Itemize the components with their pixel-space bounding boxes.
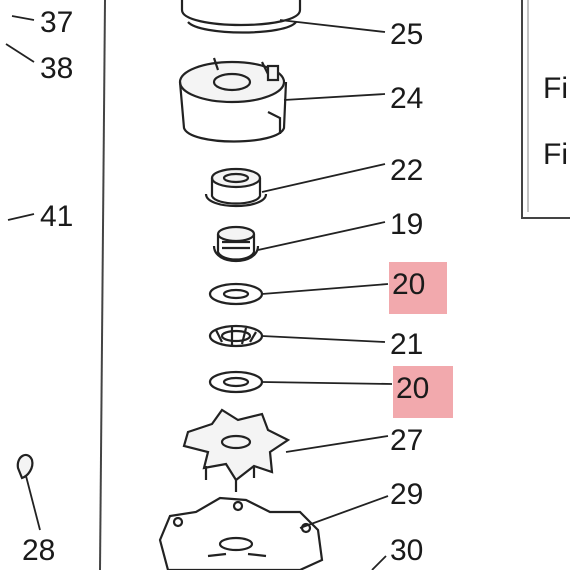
leader-20-lower bbox=[261, 381, 393, 385]
right-panel-frame bbox=[521, 0, 570, 219]
leader-20-upper bbox=[261, 283, 389, 295]
callout-27: 27 bbox=[390, 424, 423, 457]
callout-28: 28 bbox=[22, 534, 55, 567]
leader-22 bbox=[261, 163, 386, 193]
callout-20-lower: 20 bbox=[396, 372, 429, 405]
leader-24 bbox=[283, 93, 386, 101]
leader-21 bbox=[261, 335, 386, 343]
right-panel-label-1: Fi bbox=[543, 72, 568, 105]
part-19-seal bbox=[212, 225, 260, 263]
leader-41 bbox=[7, 213, 35, 221]
leader-27 bbox=[285, 435, 389, 453]
leader-37 bbox=[11, 15, 35, 21]
part-29-plate-gasket bbox=[158, 496, 324, 570]
part-25-gasket bbox=[180, 0, 302, 34]
callout-30: 30 bbox=[390, 534, 423, 567]
callout-19: 19 bbox=[390, 208, 423, 241]
part-22-insert bbox=[204, 167, 268, 208]
part-27-impeller bbox=[182, 408, 291, 492]
part-20-washer-upper bbox=[208, 282, 264, 306]
callout-41: 41 bbox=[40, 200, 73, 233]
callout-22: 22 bbox=[390, 154, 423, 187]
callout-20-upper: 20 bbox=[392, 268, 425, 301]
leader-38 bbox=[5, 43, 35, 63]
highlight-20-lower bbox=[393, 366, 453, 418]
right-panel-label-2: Fi bbox=[543, 138, 568, 171]
leader-19 bbox=[257, 221, 386, 251]
part-21-ring bbox=[208, 324, 264, 348]
leader-25 bbox=[279, 19, 386, 33]
highlight-20-upper bbox=[389, 262, 447, 314]
callout-25: 25 bbox=[390, 18, 423, 51]
leader-30 bbox=[371, 555, 387, 570]
part-20-washer-lower bbox=[208, 370, 264, 394]
callout-21: 21 bbox=[390, 328, 423, 361]
part-28-pin bbox=[16, 453, 41, 531]
callout-29: 29 bbox=[390, 478, 423, 511]
leader-29 bbox=[299, 495, 389, 529]
callout-37: 37 bbox=[40, 6, 73, 39]
callout-24: 24 bbox=[390, 82, 423, 115]
part-24-pump-housing bbox=[178, 57, 288, 143]
callout-38: 38 bbox=[40, 52, 73, 85]
left-divider-line bbox=[99, 0, 106, 570]
